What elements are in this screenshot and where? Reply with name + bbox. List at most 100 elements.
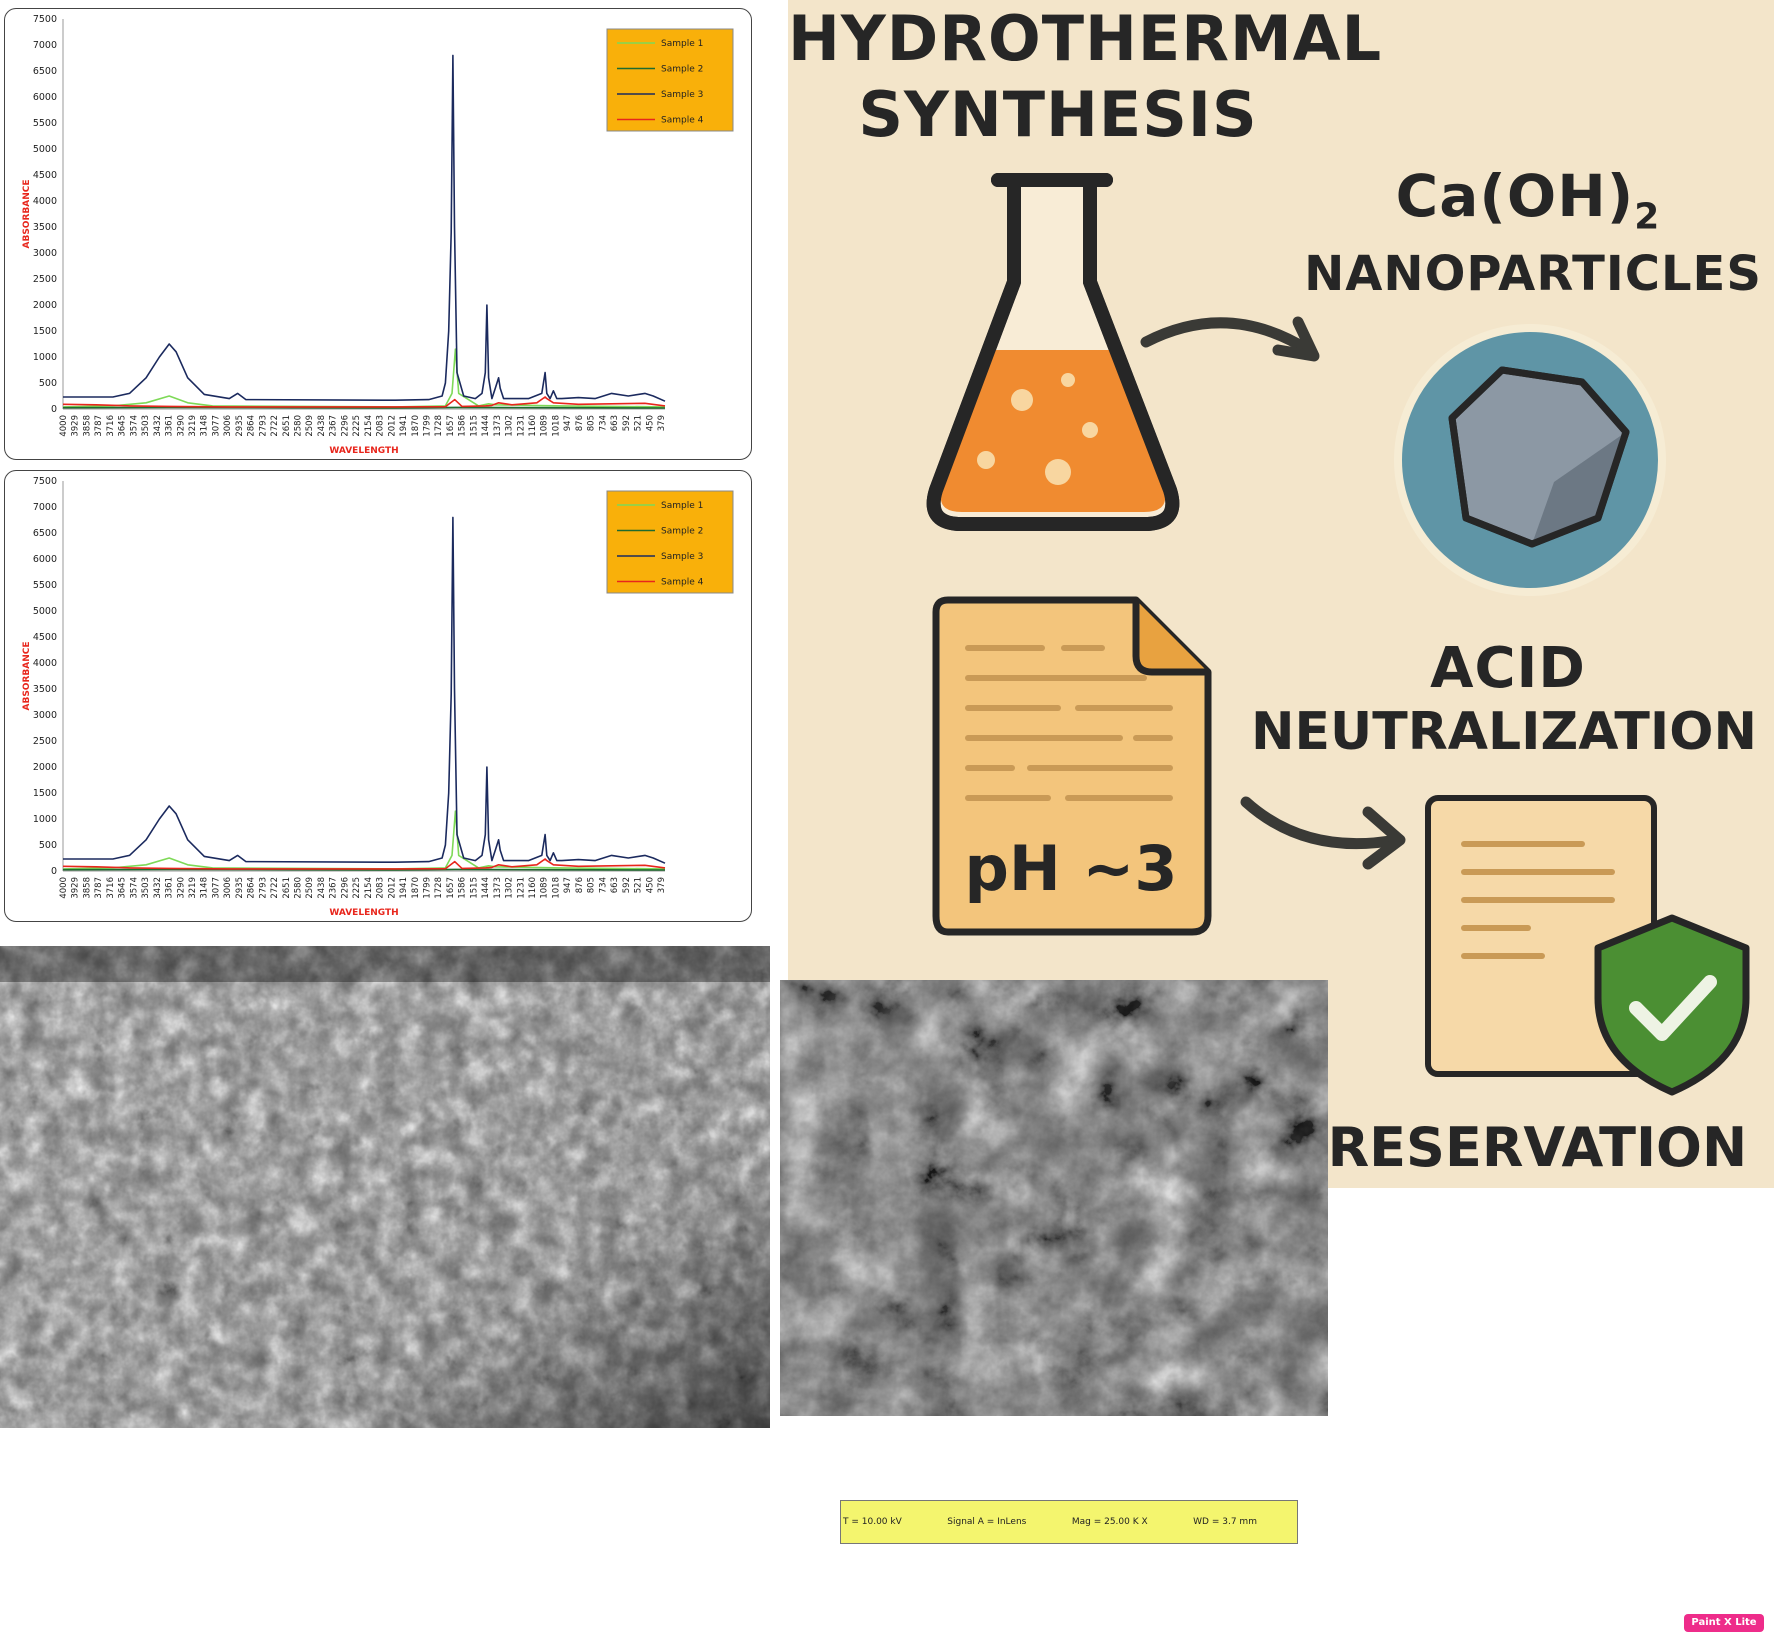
legend-label: Sample 2 — [661, 527, 703, 537]
legend — [606, 490, 734, 594]
x-tick-label: 2864 — [247, 877, 257, 899]
x-tick-label: 1799 — [422, 877, 432, 899]
sem-image-2 — [780, 980, 1328, 1416]
sem-texture-2 — [780, 980, 1328, 1416]
x-tick-label: 2580 — [294, 877, 304, 899]
flask-icon — [926, 173, 1180, 531]
x-tick-label: 3006 — [223, 877, 233, 899]
x-tick-label: 4000 — [59, 877, 69, 899]
x-tick-label: 2083 — [376, 877, 386, 899]
x-tick-label: 3929 — [71, 877, 81, 899]
sem-image-1 — [0, 946, 770, 1428]
y-tick-label: 3000 — [33, 248, 57, 259]
y-tick-label: 2000 — [33, 300, 57, 311]
x-tick-label: 3574 — [129, 877, 139, 899]
x-tick-label: 1515 — [469, 877, 479, 899]
y-tick-label: 1500 — [33, 326, 57, 337]
x-tick-label: 2793 — [258, 415, 268, 437]
x-tick-label: 2367 — [329, 415, 339, 437]
nanoparticle-icon — [1394, 324, 1666, 596]
ftir-chart-2-plot: 0500100015002000250030003500400045005000… — [22, 476, 734, 918]
x-tick-label: 4000 — [59, 415, 69, 437]
x-tick-label: 2935 — [235, 877, 245, 899]
product-formula-subscript: 2 — [1634, 196, 1661, 238]
shield-check-icon — [1594, 914, 1750, 1096]
x-tick-label: 1728 — [434, 877, 444, 899]
x-tick-label: 1586 — [458, 877, 468, 899]
x-tick-label: 3858 — [82, 415, 92, 437]
x-tick-label: 1799 — [422, 415, 432, 437]
series-line-sample-1 — [62, 348, 666, 408]
x-tick-label: 521 — [634, 415, 644, 431]
y-tick-label: 2500 — [33, 736, 57, 747]
product-label: NANOPARTICLES — [1304, 246, 1762, 302]
x-tick-label: 3645 — [118, 877, 128, 899]
y-tick-label: 4500 — [33, 632, 57, 643]
y-tick-label: 5000 — [33, 606, 57, 617]
x-tick-label: 1302 — [505, 415, 515, 437]
x-tick-label: 2154 — [364, 877, 374, 899]
acid-label-line-1: ACID — [1430, 636, 1586, 701]
y-tick-label: 1000 — [33, 814, 57, 825]
y-tick-label: 6500 — [33, 528, 57, 539]
product-formula: Ca(OH)2 — [1308, 162, 1748, 238]
x-tick-label: 1018 — [551, 415, 561, 437]
x-tick-label: 1657 — [446, 415, 456, 437]
x-tick-label: 2935 — [235, 415, 245, 437]
x-tick-label: 379 — [657, 415, 667, 431]
arrow-icon-2 — [1240, 796, 1406, 870]
x-axis-label: WAVELENGTH — [329, 446, 398, 456]
y-tick-label: 7500 — [33, 476, 57, 487]
series-line-sample-4 — [62, 858, 666, 870]
x-tick-label: 3858 — [82, 877, 92, 899]
x-tick-label: 2864 — [247, 415, 257, 437]
y-axis-label: ABSORBANCE — [22, 180, 32, 249]
x-tick-label: 1160 — [528, 877, 538, 899]
y-tick-label: 7000 — [33, 40, 57, 51]
x-tick-label: 592 — [622, 415, 632, 431]
sem-signal: Signal A = InLens — [947, 1517, 1027, 1527]
x-tick-label: 3432 — [153, 877, 163, 899]
legend-label: Sample 1 — [661, 501, 703, 511]
y-tick-label: 1500 — [33, 788, 57, 799]
title-line-1: HYDROTHERMAL — [788, 2, 1383, 75]
x-tick-label: 2225 — [352, 877, 362, 899]
y-tick-label: 4000 — [33, 658, 57, 669]
x-tick-label: 1231 — [516, 415, 526, 437]
x-tick-label: 1941 — [399, 415, 409, 437]
x-tick-label: 592 — [622, 877, 632, 893]
legend-label: Sample 3 — [661, 552, 703, 562]
x-tick-label: 2509 — [305, 415, 315, 437]
x-tick-label: 3716 — [106, 415, 116, 437]
watermark-badge: Paint X Lite — [1684, 1614, 1764, 1632]
x-tick-label: 2225 — [352, 415, 362, 437]
x-tick-label: 805 — [587, 877, 597, 893]
y-axis-label: ABSORBANCE — [22, 642, 32, 711]
x-tick-label: 3432 — [153, 415, 163, 437]
x-tick-label: 876 — [575, 415, 585, 431]
x-tick-label: 3290 — [176, 415, 186, 437]
x-tick-label: 3290 — [176, 877, 186, 899]
sem-texture-1 — [0, 946, 770, 1428]
x-axis-label: WAVELENGTH — [329, 908, 398, 918]
x-tick-label: 734 — [598, 877, 608, 893]
product-formula-text: Ca(OH) — [1395, 162, 1635, 230]
x-tick-label: 2438 — [317, 877, 327, 899]
x-tick-label: 2651 — [282, 877, 292, 899]
y-tick-label: 5000 — [33, 144, 57, 155]
x-tick-label: 3077 — [211, 877, 221, 899]
y-tick-label: 2500 — [33, 274, 57, 285]
legend-label: Sample 2 — [661, 65, 703, 75]
x-tick-label: 1160 — [528, 415, 538, 437]
y-tick-label: 0 — [51, 404, 57, 415]
x-tick-label: 1018 — [551, 877, 561, 899]
x-tick-label: 450 — [645, 877, 655, 893]
x-tick-label: 3503 — [141, 877, 151, 899]
y-tick-label: 500 — [39, 840, 57, 851]
y-tick-label: 0 — [51, 866, 57, 877]
x-tick-label: 947 — [563, 877, 573, 893]
x-tick-label: 2083 — [376, 415, 386, 437]
y-tick-label: 6000 — [33, 92, 57, 103]
